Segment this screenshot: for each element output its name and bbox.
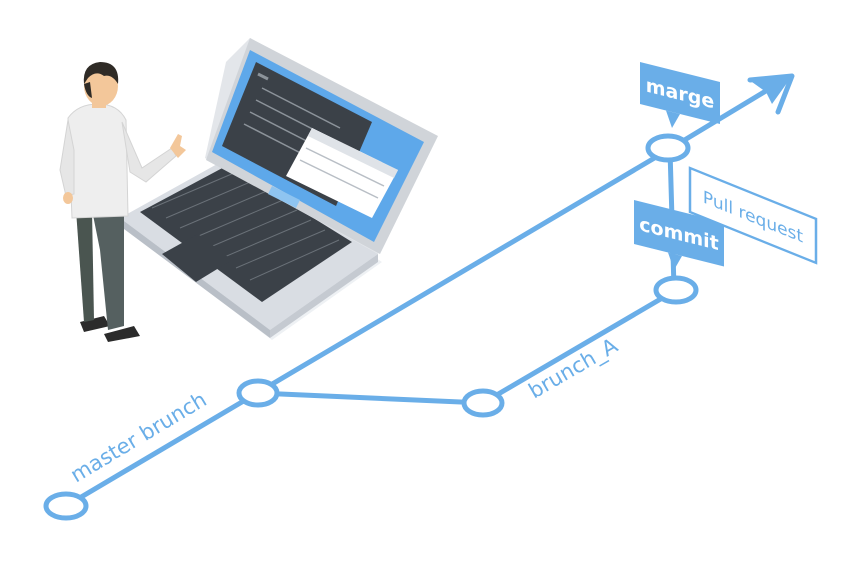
master-start-node — [43, 491, 89, 521]
dialog-window — [286, 128, 398, 218]
branch-point-node — [236, 378, 280, 408]
master-branch-label: master brunch — [66, 387, 211, 487]
shoe — [104, 326, 140, 342]
commit-node — [653, 275, 699, 305]
shirt — [67, 103, 129, 219]
shoe — [80, 316, 110, 332]
arrow-head-icon — [747, 73, 795, 115]
merge-node — [645, 133, 691, 163]
merge-tag: marge — [640, 61, 720, 128]
commit-tag: commit — [634, 200, 724, 270]
commit-nodes — [43, 133, 699, 521]
feature-commit-node — [461, 388, 505, 418]
hair — [83, 62, 119, 84]
master-branch-line — [63, 147, 671, 509]
master-branch-continuation — [665, 77, 787, 153]
legs — [76, 210, 94, 322]
keyboard — [140, 165, 352, 302]
laptop-icon — [120, 38, 438, 340]
trackpad — [162, 234, 232, 282]
person-icon — [59, 62, 186, 342]
hand — [170, 134, 186, 158]
